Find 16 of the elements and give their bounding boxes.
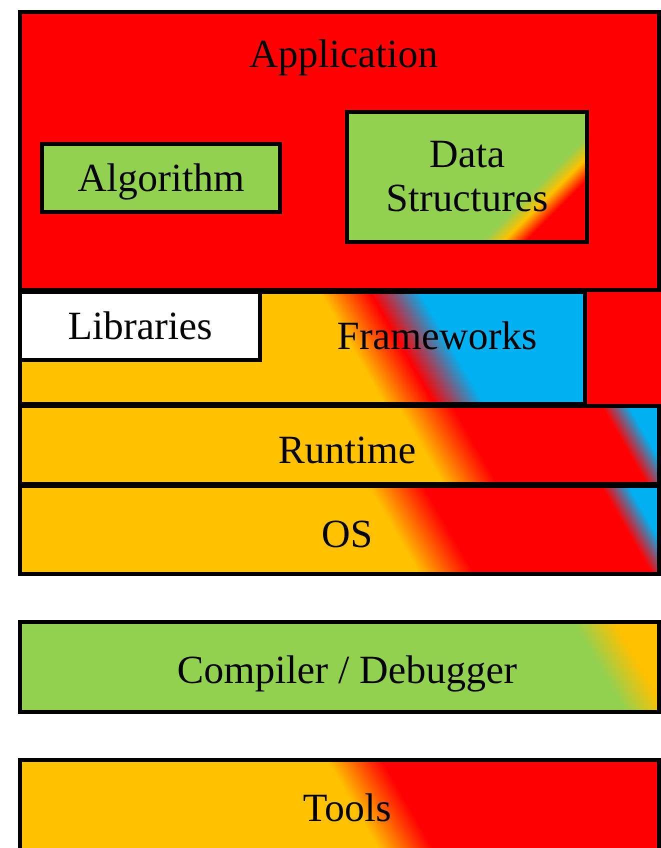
layer-label: OS (320, 512, 374, 556)
frameworks-layer (18, 290, 587, 406)
os-layer (18, 484, 661, 576)
layer-label: Application (248, 32, 439, 76)
runtime-layer (18, 404, 661, 486)
component-box (40, 142, 282, 214)
compiler-layer (18, 620, 661, 714)
tools-layer (18, 758, 661, 848)
layer-label: Tools (302, 786, 392, 830)
component-box (345, 110, 589, 244)
layer-label: Libraries (66, 304, 214, 348)
layer-label: Compiler / Debugger (176, 648, 518, 692)
application-layer (18, 10, 661, 292)
layer-label: Runtime (277, 428, 417, 472)
layer-label: Data Structures (384, 132, 550, 220)
layer-label: Algorithm (76, 156, 246, 200)
